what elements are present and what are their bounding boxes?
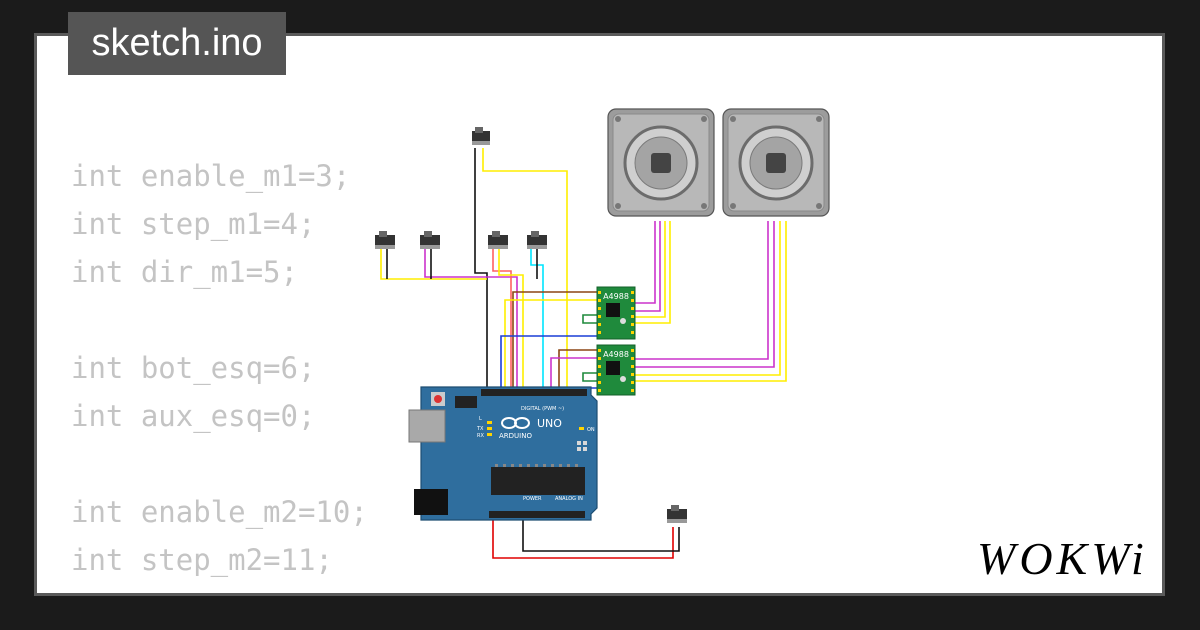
circuit-diagram: A4988 A4988 UNO ARDUINO <box>375 108 830 559</box>
a4988-driver-1[interactable]: A4988 <box>596 286 636 340</box>
slide-switch[interactable] <box>375 231 395 249</box>
slide-switch[interactable] <box>667 505 687 523</box>
wire-brown <box>558 349 601 393</box>
slide-switch[interactable] <box>472 127 490 145</box>
wokwi-logo: WOKWi <box>977 529 1157 589</box>
wire-yellow <box>498 248 524 393</box>
wire-yellow <box>635 221 671 324</box>
wire-brown <box>512 291 601 393</box>
slide-switch[interactable] <box>420 231 440 249</box>
driver-label: A4988 <box>603 350 629 359</box>
code-line: int step_m1=4; <box>71 207 316 241</box>
driver-label: A4988 <box>603 292 629 301</box>
atmega-chip <box>491 467 585 495</box>
wire-magenta <box>424 248 518 393</box>
code-line: int dir_m1=5; <box>71 255 298 289</box>
wire-yellow <box>482 148 568 393</box>
analog-header <box>489 511 585 518</box>
wire-green <box>582 372 601 382</box>
power-jack <box>414 489 448 515</box>
code-preview: int enable_m1=3;int step_m1=4;int dir_m1… <box>71 152 368 593</box>
arduino-uno-board[interactable]: UNO ARDUINO DIGITAL (PWM ~) POWER ANALOG… <box>408 386 598 521</box>
a4988-driver-2[interactable]: A4988 <box>596 344 636 396</box>
power-label: POWER <box>523 496 542 502</box>
wokwi-logo-text: WOKWi <box>977 533 1148 584</box>
slide-switch[interactable] <box>488 231 508 249</box>
board-brand-label: ARDUINO <box>499 432 532 440</box>
wire-black <box>522 516 680 552</box>
code-line: int dir_m2=12; <box>71 584 368 593</box>
slide-switch[interactable] <box>527 231 547 249</box>
board-model-label: UNO <box>537 417 562 430</box>
digital-label: DIGITAL (PWM ~) <box>521 406 564 412</box>
usb-connector <box>408 409 446 443</box>
wire-magenta <box>635 221 656 304</box>
code-line: int aux_esq=0; <box>71 399 316 433</box>
wire-yellow <box>635 221 666 318</box>
wire-yellow <box>635 221 781 376</box>
on-label: ON <box>587 427 595 433</box>
wire-magenta <box>635 221 775 368</box>
stepper-motor-2[interactable] <box>722 108 830 217</box>
wire-magenta <box>550 357 601 393</box>
stepper-motor-1[interactable] <box>607 108 715 217</box>
analog-label: ANALOG IN <box>555 496 583 502</box>
tx-led <box>487 427 492 430</box>
on-led <box>579 427 584 430</box>
wire-blue <box>500 335 601 393</box>
code-line: int bot_esq=6; <box>71 351 316 385</box>
wire-green <box>582 314 601 324</box>
reset-button[interactable] <box>434 395 442 403</box>
sketch-tab[interactable]: sketch.ino <box>68 12 286 75</box>
wire-red <box>492 248 512 393</box>
wire-yellow <box>504 299 601 393</box>
wire-magenta <box>635 221 661 312</box>
digital-header <box>481 389 587 396</box>
wire-black <box>474 148 488 393</box>
canvas-panel: int enable_m1=3;int step_m1=4;int dir_m1… <box>34 33 1165 596</box>
code-line: int enable_m2=10; <box>71 495 368 529</box>
code-line: int step_m2=11; <box>71 543 333 577</box>
wire-yellow <box>635 221 787 382</box>
wires <box>380 148 787 559</box>
tx-label: TX <box>476 426 484 432</box>
code-line: int enable_m1=3; <box>71 159 351 193</box>
rx-led <box>487 433 492 436</box>
wire-yellow <box>380 248 487 280</box>
rx-label: RX <box>477 433 484 439</box>
wire-red <box>492 516 674 559</box>
l-led <box>487 421 492 424</box>
l-led-label: L <box>479 416 482 422</box>
wire-magenta <box>635 221 769 360</box>
